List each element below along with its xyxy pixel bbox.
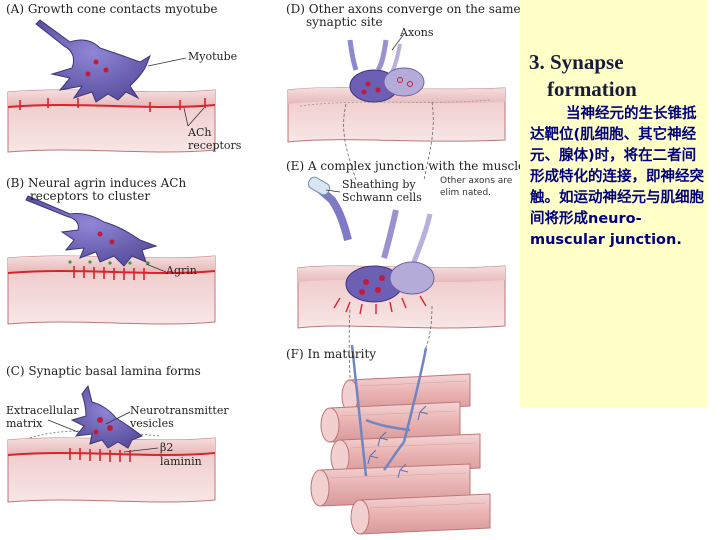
neurotransmitter-label-line1: Neurotransmitter xyxy=(130,404,229,417)
sidebar-heading-line2: formation xyxy=(547,77,637,101)
figure-drawing xyxy=(7,19,506,535)
panel-f-muscle-fibers xyxy=(310,373,491,535)
sheathing-label-line1: Sheathing by xyxy=(342,178,416,191)
ach-label-line2: receptors xyxy=(188,139,242,152)
myotube-label: Myotube xyxy=(188,50,238,63)
sidebar-body-text: 当神经元的生长锥抵达靶位(肌细胞、其它神经元、腺体)时，将在二者间形成特化的连接… xyxy=(530,104,706,251)
panel-f-title: (F) In maturity xyxy=(286,347,377,361)
panel-d-muscle xyxy=(287,87,506,143)
neurotransmitter-label-line2: vesicles xyxy=(130,417,174,430)
eliminated-note-line2: elim nated. xyxy=(440,188,492,198)
beta2-label: β2 xyxy=(160,441,174,454)
panel-b-title-line2: receptors to cluster xyxy=(30,189,151,203)
panel-c-leaders xyxy=(47,411,159,453)
laminin-label: laminin xyxy=(160,455,202,468)
panel-d-title-line1: (D) Other axons converge on the same xyxy=(286,2,521,16)
synapse-formation-figure: (A) Growth cone contacts myotube Myotube… xyxy=(6,2,564,535)
panel-b-leader xyxy=(145,263,167,273)
eliminated-note-line1: Other axons are xyxy=(440,176,513,186)
panel-a-title: (A) Growth cone contacts myotube xyxy=(6,2,218,16)
panel-c-growth-cone xyxy=(70,384,144,449)
agrin-label: Agrin xyxy=(166,264,197,277)
connector-d-e xyxy=(343,101,434,181)
panel-b-title-line1: (B) Neural agrin induces ACh xyxy=(6,176,187,190)
sheathing-label-line2: Schwann cells xyxy=(342,191,422,204)
panel-e-title: (E) A complex junction with the muscle f… xyxy=(286,159,564,173)
panel-a-leaders xyxy=(147,57,205,127)
panel-a-growth-cone xyxy=(35,19,152,103)
panel-b-growth-cone xyxy=(25,195,158,267)
extracellular-label-line2: matrix xyxy=(6,417,43,430)
panel-a-muscle xyxy=(7,89,216,153)
sidebar-body-content: 当神经元的生长锥抵达靶位(肌细胞、其它神经元、腺体)时，将在二者间形成特化的连接… xyxy=(530,106,704,248)
panel-d-title-line2: synaptic site xyxy=(306,15,383,29)
sidebar-heading-line1: 3. Synapse xyxy=(529,50,624,74)
panel-d-axons xyxy=(347,33,425,103)
panel-e-junction xyxy=(307,176,435,315)
panel-b-muscle xyxy=(7,255,216,325)
text-sidebar xyxy=(520,0,708,408)
axons-label: Axons xyxy=(400,26,434,39)
ach-label-line1: ACh xyxy=(188,126,212,139)
panel-c-title: (C) Synaptic basal lamina forms xyxy=(6,364,201,378)
panel-f-nerve-branches xyxy=(350,344,429,479)
extracellular-label-line1: Extracellular xyxy=(6,404,79,417)
